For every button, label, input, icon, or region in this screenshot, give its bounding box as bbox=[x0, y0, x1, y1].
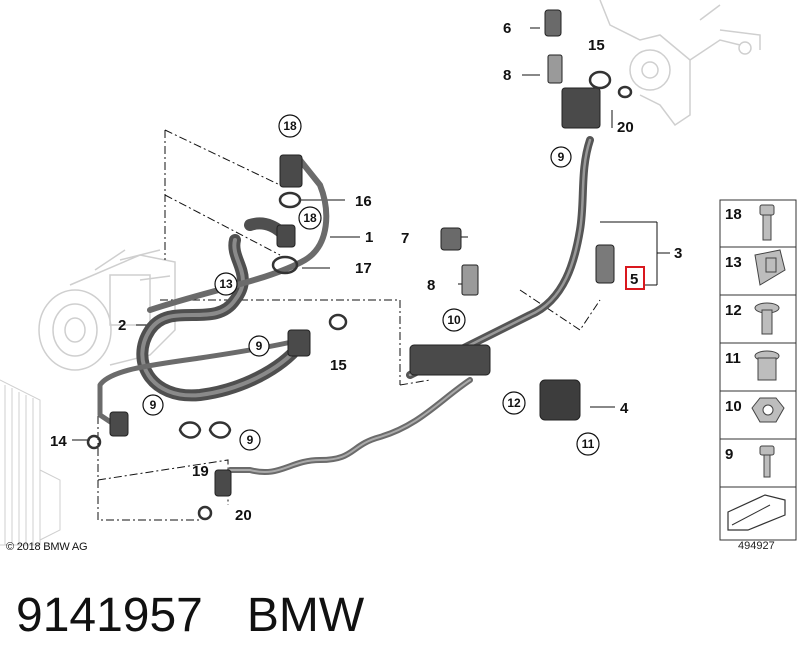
svg-text:18: 18 bbox=[283, 119, 297, 133]
hex-nut-icon bbox=[751, 397, 785, 423]
parts-diagram: 1 2 3 4 6 7 8 8 14 15 15 16 17 19 20 20 … bbox=[0, 0, 797, 546]
svg-text:10: 10 bbox=[447, 313, 461, 327]
callout-5: 5 bbox=[630, 271, 638, 288]
arrow-icon bbox=[727, 494, 786, 531]
callout-13: 13 bbox=[214, 272, 238, 296]
callout-11: 11 bbox=[576, 432, 600, 456]
legend-item-10: 10 bbox=[725, 397, 785, 423]
svg-text:12: 12 bbox=[507, 396, 521, 410]
hose-lines bbox=[97, 136, 594, 476]
svg-text:9: 9 bbox=[247, 433, 254, 447]
legend-item-13: 13 bbox=[725, 249, 786, 286]
leader-lines bbox=[97, 129, 601, 521]
parts-legend: 18 13 12 11 bbox=[719, 199, 797, 541]
svg-text:13: 13 bbox=[725, 254, 742, 271]
callout-20-bottom: 20 bbox=[235, 507, 252, 524]
condenser-ghost bbox=[0, 379, 61, 546]
callout-8-top: 8 bbox=[503, 67, 511, 84]
legend-item-18: 18 bbox=[725, 204, 775, 241]
evaporator-ghost bbox=[599, 0, 761, 127]
flange-nut-icon bbox=[754, 350, 780, 381]
brand-name: BMW bbox=[246, 589, 365, 642]
svg-text:9: 9 bbox=[256, 339, 263, 353]
clip-nut-icon bbox=[754, 249, 786, 286]
callout-16: 16 bbox=[355, 193, 372, 210]
callout-14: 14 bbox=[50, 433, 67, 450]
callout-3: 3 bbox=[674, 245, 682, 262]
svg-text:9: 9 bbox=[558, 150, 565, 164]
callout-15-mid: 15 bbox=[330, 357, 347, 374]
screw-icon bbox=[759, 445, 775, 478]
drawing-number: 494927 bbox=[738, 540, 775, 552]
legend-item-9: 9 bbox=[725, 445, 775, 478]
svg-text:9: 9 bbox=[150, 398, 157, 412]
legend-item-11: 11 bbox=[725, 350, 780, 381]
callout-1: 1 bbox=[365, 229, 373, 246]
callout-5-highlight bbox=[625, 266, 645, 290]
callout-2: 2 bbox=[118, 317, 126, 334]
fittings bbox=[109, 9, 615, 497]
callout-15-top: 15 bbox=[588, 37, 605, 54]
callout-20-top: 20 bbox=[617, 119, 634, 136]
callout-9-b: 9 bbox=[248, 335, 270, 357]
bolt-icon bbox=[759, 204, 775, 241]
callout-19: 19 bbox=[192, 463, 209, 480]
part-number: 9141957 bbox=[16, 589, 203, 642]
svg-text:18: 18 bbox=[725, 206, 742, 223]
callout-4: 4 bbox=[620, 400, 629, 417]
legend-item-12: 12 bbox=[725, 302, 780, 335]
copyright: © 2018 BMW AG bbox=[6, 541, 88, 553]
svg-text:12: 12 bbox=[725, 302, 742, 319]
svg-text:10: 10 bbox=[725, 398, 742, 415]
callout-10: 10 bbox=[442, 308, 466, 332]
callout-7: 7 bbox=[401, 230, 409, 247]
callout-18-a: 18 bbox=[278, 114, 302, 138]
callout-12: 12 bbox=[502, 391, 526, 415]
callout-6: 6 bbox=[503, 20, 511, 37]
callout-9-a: 9 bbox=[550, 146, 572, 168]
callout-17: 17 bbox=[355, 260, 372, 277]
solid-leaders bbox=[72, 27, 670, 441]
upper-pipe bbox=[147, 157, 330, 313]
svg-text:11: 11 bbox=[725, 350, 741, 367]
callout-9-c: 9 bbox=[142, 394, 164, 416]
callout-18-b: 18 bbox=[298, 206, 322, 230]
svg-text:11: 11 bbox=[582, 437, 595, 451]
svg-text:13: 13 bbox=[219, 277, 233, 291]
main-line bbox=[406, 136, 594, 379]
lower-line bbox=[227, 377, 473, 476]
washer-screw-icon bbox=[754, 302, 780, 335]
footer: 9141957 BMW bbox=[16, 588, 364, 643]
o-rings bbox=[86, 70, 633, 521]
callout-8-mid: 8 bbox=[427, 277, 435, 294]
svg-text:18: 18 bbox=[303, 211, 317, 225]
svg-text:9: 9 bbox=[725, 446, 733, 463]
callout-9-d: 9 bbox=[239, 429, 261, 451]
pressure-pipe bbox=[97, 337, 303, 428]
